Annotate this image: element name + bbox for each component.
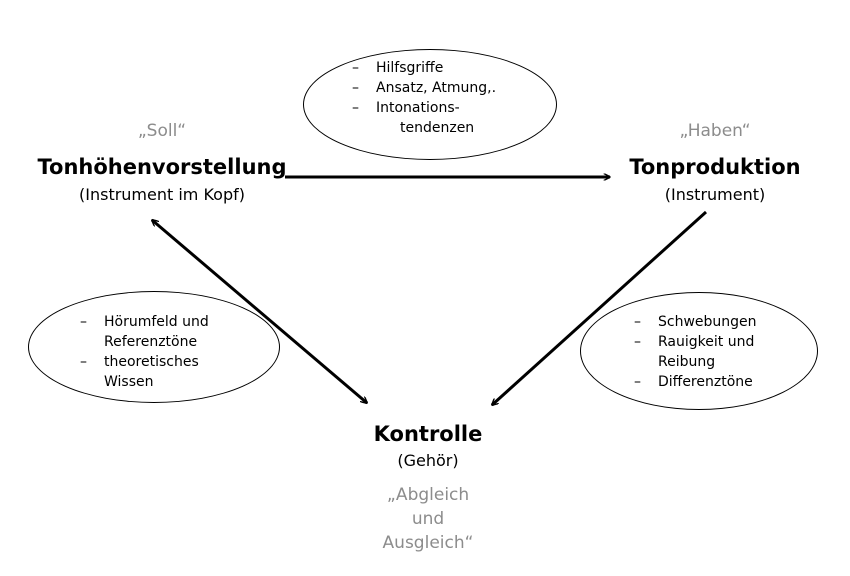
soll-tag: „Soll“ [137, 121, 187, 141]
ellipse-top [303, 49, 557, 160]
haben-tag: „Haben“ [679, 121, 751, 141]
list-item: Ansatz, Atmung,. [352, 78, 496, 98]
list-item: Rauigkeit und [634, 332, 757, 352]
kontrolle-tag-line-1: „Abgleich [386, 485, 470, 505]
list-item: Hilfsgriffe [352, 58, 496, 78]
list-item-continuation: Reibung [658, 354, 716, 370]
ellipse-right [580, 292, 818, 410]
kontrolle-subtitle: (Gehör) [397, 451, 459, 470]
kontrolle-tag-line-2: und [411, 509, 445, 529]
list-item: theoretisches [80, 352, 209, 372]
kontrolle-title: Kontrolle [373, 422, 483, 446]
list-item-text: tendenzen [400, 120, 475, 136]
ellipse-left [28, 291, 280, 403]
haben-title: Tonproduktion [629, 155, 801, 179]
list-item: Intonations- [352, 98, 496, 118]
list-item: Hörumfeld und [80, 312, 209, 332]
ellipse-top-list: Hilfsgriffe Ansatz, Atmung,. Intonations… [352, 58, 496, 138]
list-item-continuation: tendenzen [352, 118, 496, 138]
list-item: Schwebungen [634, 312, 757, 332]
kontrolle-tag-line-3: Ausgleich“ [382, 533, 474, 553]
ellipse-right-list: Schwebungen Rauigkeit und Reibung Differ… [634, 312, 757, 392]
arrow-soll-kontrolle-bidirectional [152, 220, 367, 403]
list-item-continuation: Referenztöne [104, 334, 198, 350]
soll-subtitle: (Instrument im Kopf) [79, 185, 245, 204]
haben-subtitle: (Instrument) [664, 185, 766, 204]
arrow-haben-to-kontrolle [492, 210, 708, 405]
list-item: Differenztöne [634, 372, 757, 392]
list-item-continuation: Wissen [104, 374, 154, 390]
soll-title: Tonhöhenvorstellung [37, 155, 287, 179]
ellipse-left-list: Hörumfeld und Referenztöne theoretisches… [80, 312, 209, 392]
